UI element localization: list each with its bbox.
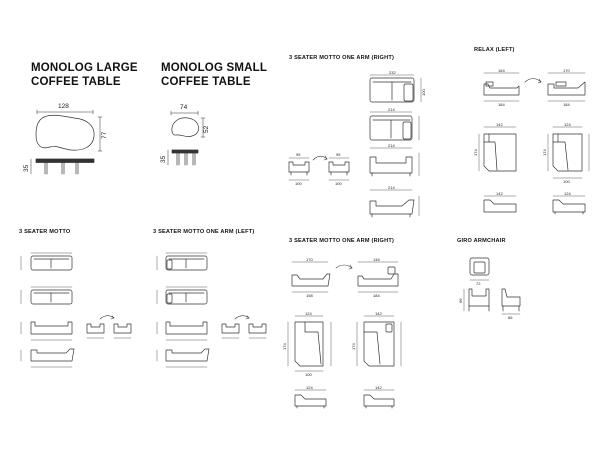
motto-one-arm-right-top-drawing xyxy=(289,75,421,217)
dim-small-depth: 52 xyxy=(203,125,210,133)
dim-r-w2: 214 xyxy=(388,107,395,112)
dim-b-j: 124 xyxy=(306,385,313,390)
dim-relax-a: 164 xyxy=(498,68,505,73)
large-table-top-side xyxy=(36,159,94,163)
dim-b-d: 184 xyxy=(373,293,380,298)
dim-small-height: 35 xyxy=(160,155,167,163)
title-motto-one-arm-right-top: 3 SEATER MOTTO ONE ARM (RIGHT) xyxy=(289,55,395,61)
relax-rotate-arrow-icon xyxy=(525,79,541,83)
dim-relax-g: 174 xyxy=(473,149,478,156)
dim-relax-h: 174 xyxy=(542,149,547,156)
dim-r-s4: 100 xyxy=(335,181,342,186)
dim-r-w1: 232 xyxy=(389,70,396,75)
relax-left-drawing xyxy=(479,73,589,214)
dim-relax-j: 142 xyxy=(496,191,503,196)
dim-giro-b: 66 xyxy=(458,298,463,303)
giro-armchair-drawing xyxy=(464,258,520,314)
title-monolog-small-line1: MONOLOG SMALL xyxy=(161,62,268,74)
dim-r-s2: 95 xyxy=(336,152,341,157)
dim-relax-c: 184 xyxy=(498,102,505,107)
bottom-rotate-arrow-icon xyxy=(336,265,352,268)
title-monolog-large-line1: MONOLOG LARGE xyxy=(31,62,138,74)
small-table-top-side xyxy=(172,150,198,153)
dim-relax-i: 100 xyxy=(563,179,570,184)
dim-r-s3: 100 xyxy=(295,181,302,186)
motto-left-rotate-arrow-icon xyxy=(235,316,249,319)
title-relax-left: RELAX (LEFT) xyxy=(474,47,515,53)
title-monolog-large: MONOLOG LARGE COFFEE TABLE xyxy=(31,61,138,89)
dim-b-i: 100 xyxy=(305,372,312,377)
dim-giro-a: 72 xyxy=(476,281,481,286)
dim-small-width: 74 xyxy=(180,104,188,111)
dim-relax-e: 142 xyxy=(496,122,503,127)
dim-relax-b: 170 xyxy=(563,68,570,73)
dim-b-c: 158 xyxy=(306,293,313,298)
dim-relax-d: 184 xyxy=(563,102,570,107)
motto-rotate-arrow-icon xyxy=(100,316,114,319)
monolog-small-drawing xyxy=(168,111,205,165)
dim-r-d: 100 xyxy=(421,89,426,96)
dim-b-f: 142 xyxy=(375,311,382,316)
dim-relax-f: 124 xyxy=(564,122,571,127)
dim-b-k: 142 xyxy=(375,385,382,390)
dim-r-s1: 95 xyxy=(296,152,301,157)
dim-relax-k: 124 xyxy=(564,191,571,196)
title-motto: 3 SEATER MOTTO xyxy=(19,229,71,235)
dim-large-width: 128 xyxy=(58,103,69,110)
title-motto-one-arm-left: 3 SEATER MOTTO ONE ARM (LEFT) xyxy=(153,229,255,235)
dim-b-g: 174 xyxy=(282,343,287,350)
dim-large-height: 35 xyxy=(23,164,30,172)
dim-b-e: 124 xyxy=(305,311,312,316)
title-monolog-small-line2: COFFEE TABLE xyxy=(161,76,251,88)
dim-large-depth: 77 xyxy=(101,131,108,139)
dim-b-a: 170 xyxy=(306,257,313,262)
dim-giro-c: 66 xyxy=(508,315,513,320)
monolog-large-drawing xyxy=(31,110,102,174)
motto-one-arm-left-drawing xyxy=(157,253,266,367)
large-table-top-plan xyxy=(36,115,94,150)
dim-b-h: 174 xyxy=(351,343,356,350)
small-table-top-plan xyxy=(172,118,199,137)
motto-one-arm-right-bottom-drawing xyxy=(288,262,401,408)
dim-r-w4: 214 xyxy=(388,185,395,190)
title-giro-armchair: GIRO ARMCHAIR xyxy=(457,238,506,244)
title-monolog-large-line2: COFFEE TABLE xyxy=(31,76,121,88)
dim-b-b: 146 xyxy=(373,257,380,262)
motto-drawing xyxy=(21,253,131,367)
rotate-arrow-icon xyxy=(313,156,327,160)
title-monolog-small: MONOLOG SMALL COFFEE TABLE xyxy=(161,61,267,89)
title-motto-one-arm-right-bottom: 3 SEATER MOTTO ONE ARM (RIGHT) xyxy=(289,238,395,244)
dim-r-w3: 214 xyxy=(388,143,395,148)
